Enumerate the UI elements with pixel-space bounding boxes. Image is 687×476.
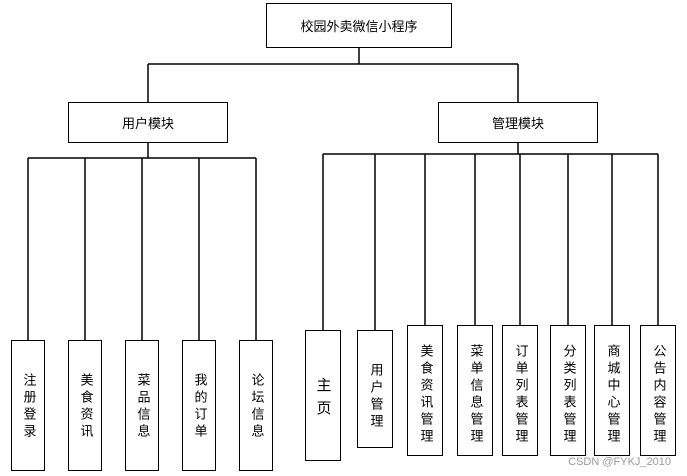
admin-leaf-node: 分类列表管理: [550, 325, 586, 456]
user-module-node: 用户模块: [68, 102, 228, 143]
root-node: 校园外卖微信小程序: [266, 3, 452, 48]
admin-leaf-node: 订单列表管理: [502, 325, 538, 456]
admin-module-label: 管理模块: [491, 117, 544, 132]
user-leaf-label: 菜品信息: [134, 373, 150, 441]
admin-leaf-node: 菜单信息管理: [457, 325, 493, 456]
admin-leaf-label: 分类列表管理: [560, 344, 576, 446]
admin-leaf-node: 主页: [305, 330, 341, 461]
admin-module-node: 管理模块: [438, 102, 598, 143]
admin-leaf-node: 美食资讯管理: [407, 325, 443, 456]
user-leaf-label: 我的订单: [191, 373, 207, 441]
user-leaf-node: 注册登录: [11, 340, 45, 471]
admin-leaf-label: 商城中心管理: [604, 344, 620, 446]
user-leaf-node: 我的订单: [182, 340, 216, 471]
admin-leaf-label: 公告内容管理: [650, 344, 666, 446]
watermark-text: CSDN @FYKJ_2010: [568, 456, 671, 468]
user-leaf-label: 美食资讯: [77, 373, 93, 441]
admin-leaf-label: 菜单信息管理: [467, 344, 483, 446]
admin-leaf-label: 美食资讯管理: [417, 344, 433, 446]
admin-leaf-label: 用户管理: [367, 363, 383, 431]
user-module-label: 用户模块: [121, 117, 174, 132]
admin-leaf-node: 公告内容管理: [640, 325, 676, 456]
admin-leaf-node: 商城中心管理: [594, 325, 630, 456]
root-label: 校园外卖微信小程序: [300, 20, 418, 35]
user-leaf-node: 美食资讯: [68, 340, 102, 471]
admin-leaf-node: 用户管理: [357, 330, 393, 448]
user-leaf-label: 论坛信息: [248, 373, 264, 441]
user-leaf-label: 注册登录: [20, 373, 36, 441]
admin-leaf-label: 主页: [314, 377, 333, 423]
user-leaf-node: 论坛信息: [239, 340, 273, 471]
user-leaf-node: 菜品信息: [125, 340, 159, 471]
admin-leaf-label: 订单列表管理: [512, 344, 528, 446]
